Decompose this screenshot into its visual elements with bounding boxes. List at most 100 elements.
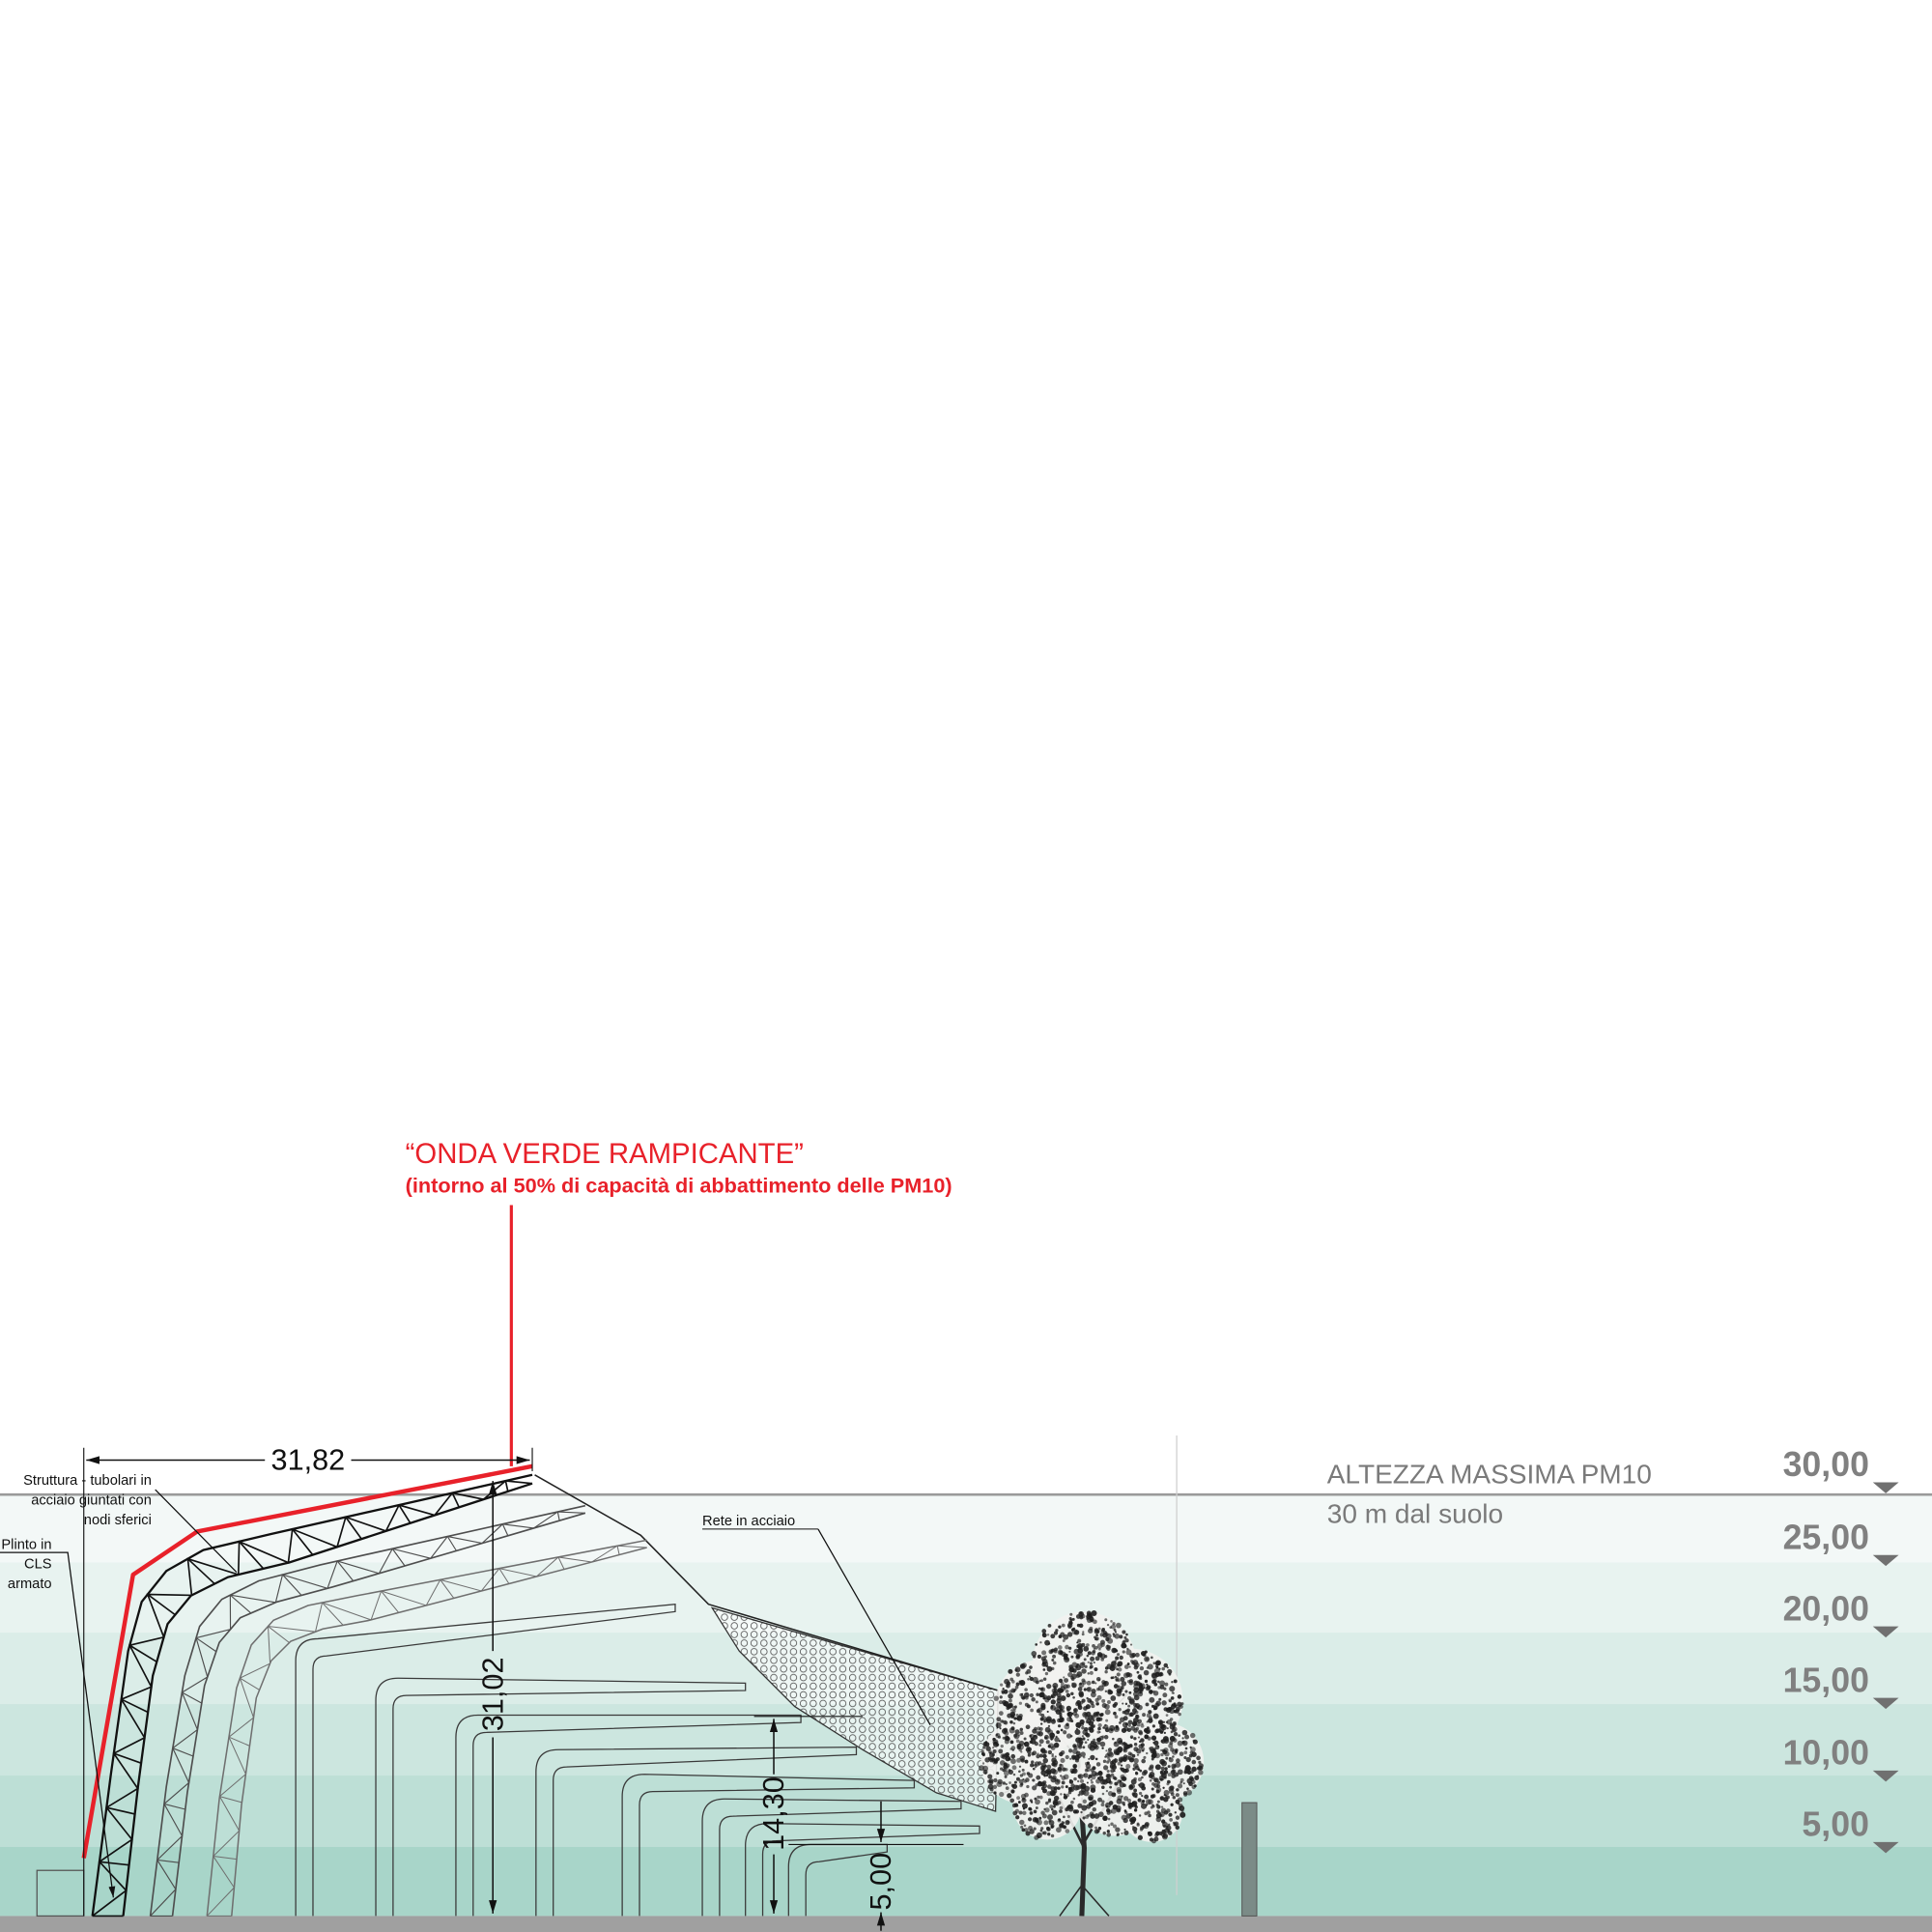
canopy-leaf-dot <box>1026 1668 1032 1674</box>
truss-web <box>150 1511 585 1917</box>
canopy-leaf-dot <box>1133 1664 1139 1670</box>
canopy-leaf-dot <box>1159 1771 1164 1775</box>
column-frame <box>787 1843 889 1917</box>
canopy-leaf-dot <box>1081 1804 1088 1811</box>
canopy-leaf-dot <box>1121 1764 1123 1767</box>
canopy-leaf-dot <box>1008 1703 1013 1709</box>
canopy-leaf-dot <box>1051 1666 1055 1671</box>
canopy-leaf-dot <box>1038 1795 1043 1800</box>
canopy-leaf-dot <box>1151 1656 1153 1660</box>
canopy-leaf-dot <box>1085 1762 1089 1766</box>
canopy-leaf-dot <box>1051 1688 1057 1693</box>
canopy-leaf-dot <box>1042 1633 1045 1635</box>
canopy-leaf-dot <box>1135 1714 1139 1719</box>
canopy-leaf-dot <box>1063 1793 1066 1796</box>
canopy-leaf-dot <box>1103 1680 1109 1687</box>
canopy-leaf-dot <box>1093 1738 1096 1742</box>
canopy-leaf-dot <box>987 1774 993 1779</box>
canopy-leaf-dot <box>1047 1745 1052 1748</box>
canopy-leaf-dot <box>1090 1754 1095 1761</box>
canopy-leaf-dot <box>1012 1773 1016 1776</box>
canopy-leaf-dot <box>1191 1751 1197 1757</box>
canopy-leaf-dot <box>1095 1778 1101 1784</box>
canopy-leaf-dot <box>1047 1814 1053 1821</box>
canopy-leaf-dot <box>988 1749 992 1754</box>
canopy-leaf-dot <box>1106 1811 1111 1815</box>
canopy-leaf-dot <box>1038 1692 1044 1698</box>
canopy-leaf-dot <box>1060 1695 1066 1701</box>
canopy-leaf-dot <box>1088 1823 1094 1829</box>
annotation-structure: Struttura - tubolari in acciaio giuntati… <box>23 1473 238 1573</box>
canopy-leaf-dot <box>1167 1668 1173 1675</box>
canopy-leaf-dot <box>1008 1769 1011 1773</box>
truss-strut <box>451 1492 461 1508</box>
canopy-leaf-dot <box>1077 1687 1083 1691</box>
canopy-leaf-dot <box>1012 1721 1016 1725</box>
canopy-leaf-dot <box>1155 1809 1160 1813</box>
canopy-leaf-dot <box>1173 1731 1179 1737</box>
canopy-leaf-dot <box>1129 1643 1133 1646</box>
column-frame <box>621 1774 916 1917</box>
canopy-leaf-dot <box>1040 1749 1043 1752</box>
annotation-footing-line-3: armato <box>8 1577 52 1592</box>
canopy-leaf-dot <box>1004 1730 1009 1736</box>
canopy-leaf-dot <box>1152 1678 1157 1684</box>
canopy-leaf-dot <box>1112 1792 1116 1796</box>
canopy-leaf-dot <box>1023 1741 1030 1747</box>
truss-strut <box>121 1698 149 1714</box>
canopy-leaf-dot <box>1018 1744 1024 1750</box>
canopy-leaf-dot <box>1136 1722 1141 1727</box>
canopy-leaf-dot <box>1173 1822 1178 1827</box>
canopy-leaf-dot <box>1018 1770 1021 1774</box>
truss-strut <box>556 1511 560 1521</box>
canopy-leaf-dot <box>1008 1698 1012 1703</box>
canopy-leaf-dot <box>1121 1776 1127 1782</box>
canopy-leaf-dot <box>1083 1773 1089 1778</box>
canopy-leaf-dot <box>1082 1729 1089 1736</box>
truss-strut <box>398 1504 412 1524</box>
canopy-leaf-dot <box>1121 1681 1127 1687</box>
canopy-leaf-dot <box>1030 1737 1035 1741</box>
canopy-leaf-dot <box>1191 1779 1196 1784</box>
canopy-leaf-dot <box>1029 1734 1032 1738</box>
canopy-leaf-dot <box>1106 1830 1110 1833</box>
canopy-leaf-dot <box>1011 1680 1015 1684</box>
canopy-leaf-dot <box>1138 1676 1143 1681</box>
canopy-leaf-dot <box>1106 1774 1111 1777</box>
canopy-leaf-dot <box>1043 1820 1049 1826</box>
canopy-leaf-dot <box>1141 1794 1144 1798</box>
canopy-leaf-dot <box>1156 1783 1161 1788</box>
canopy-leaf-dot <box>1009 1747 1012 1750</box>
canopy-leaf-dot <box>1049 1804 1054 1809</box>
canopy-leaf-dot <box>1039 1829 1043 1833</box>
canopy-leaf-dot <box>1065 1793 1069 1798</box>
canopy-leaf-dot <box>1139 1828 1144 1832</box>
canopy-leaf-dot <box>1053 1685 1057 1689</box>
canopy-leaf-dot <box>1090 1656 1095 1662</box>
canopy-leaf-dot <box>1161 1700 1167 1706</box>
canopy-leaf-dot <box>1184 1734 1190 1740</box>
canopy-leaf-dot <box>1139 1769 1143 1773</box>
canopy-leaf-dot <box>1030 1708 1034 1713</box>
title-main: “ONDA VERDE RAMPICANTE” <box>406 1138 804 1170</box>
canopy-leaf-dot <box>1045 1801 1049 1805</box>
canopy-leaf-dot <box>1020 1758 1025 1763</box>
canopy-leaf-dot <box>996 1772 1000 1776</box>
canopy-leaf-dot <box>1014 1804 1019 1807</box>
canopy-leaf-dot <box>981 1762 985 1765</box>
canopy-leaf-dot <box>1104 1690 1108 1693</box>
canopy-leaf-dot <box>1063 1730 1067 1735</box>
canopy-leaf-dot <box>1071 1673 1077 1680</box>
canopy-leaf-dot <box>1120 1767 1122 1771</box>
level-label-15: 15,00 <box>1783 1661 1869 1699</box>
annotation-footing-leader <box>0 1551 116 1898</box>
canopy-leaf-dot <box>1072 1765 1077 1769</box>
canopy-leaf-dot <box>1151 1769 1154 1773</box>
canopy-leaf-dot <box>1054 1737 1060 1743</box>
canopy-leaf-dot <box>1036 1731 1041 1736</box>
canopy-leaf-dot <box>1114 1781 1119 1786</box>
canopy-leaf-dot <box>1198 1760 1202 1764</box>
canopy-leaf-dot <box>1047 1833 1051 1836</box>
canopy-leaf-dot <box>1095 1762 1101 1767</box>
canopy-leaf-dot <box>999 1711 1004 1716</box>
